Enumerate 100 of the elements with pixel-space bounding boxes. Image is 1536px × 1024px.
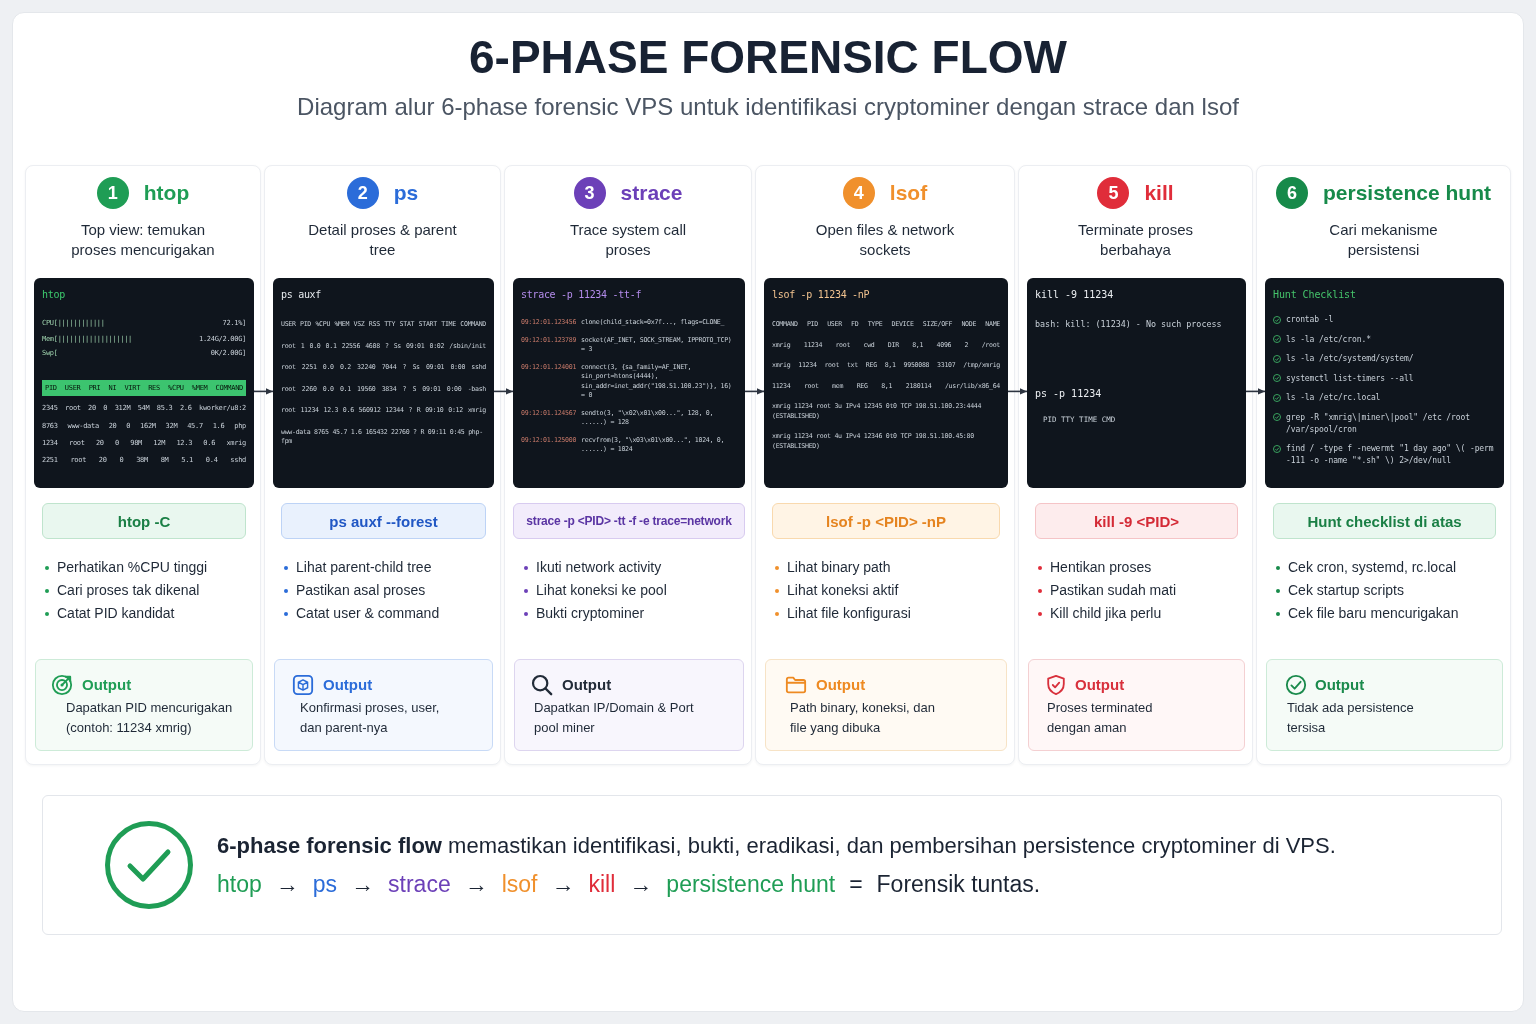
bullet-item: Pastikan asal proses	[284, 579, 426, 602]
phase-card	[1256, 165, 1511, 765]
command-chip: ps auxf --forest	[281, 503, 486, 539]
bullet-item: Cari proses tak dikenal	[45, 579, 200, 602]
command-chip: kill -9 <PID>	[1035, 503, 1238, 539]
bullet-item: Perhatikan %CPU tinggi	[45, 556, 208, 579]
output-panel	[35, 659, 253, 751]
phase-description: Trace system call proses	[568, 220, 688, 260]
output-panel	[1266, 659, 1503, 751]
output-heading: Output	[1315, 676, 1365, 694]
checklist-item: ls -la /etc/cron.*	[1286, 333, 1371, 346]
terminal-screen	[513, 278, 745, 488]
output-panel	[514, 659, 744, 751]
bullet-item: Lihat binary path	[775, 556, 891, 579]
terminal-screen	[1027, 278, 1246, 488]
terminal-screen	[273, 278, 494, 488]
arrow-glyph: →	[275, 870, 299, 898]
bullet-item: Lihat koneksi aktif	[775, 579, 899, 602]
flow-arrow	[1007, 388, 1028, 395]
checklist-item: ls -la /etc/rc.local	[1286, 392, 1381, 404]
bullet-item: Kill child jika perlu	[1038, 602, 1162, 625]
flow-arrow	[253, 388, 274, 395]
phase-description: Detail proses & parent tree	[307, 220, 458, 260]
phase-description: Terminate proses berbahaya	[1076, 220, 1195, 260]
bullet-item: Catat user & command	[284, 602, 440, 625]
output-text: Dapatkan IP/Domain & Port pool miner	[534, 699, 695, 737]
bullet-item: Lihat parent-child tree	[284, 556, 432, 579]
command-chip: htop -C	[42, 503, 246, 539]
output-text: Tidak ada persistence tersisa	[1287, 699, 1415, 737]
phase-card	[1018, 165, 1253, 765]
equals-sign: =	[849, 870, 863, 898]
flow-arrow	[493, 388, 514, 395]
phase-card	[25, 165, 261, 765]
output-panel	[274, 659, 493, 751]
flow-step: kill	[588, 870, 616, 898]
output-heading: Output	[562, 676, 612, 694]
summary-text: 6-phase forensic flow memastikan identifikasi, bukti, eradikasi, dan pembersihan persistence cryptominer di VPS.	[217, 833, 1336, 859]
terminal-command: kill -9 11234	[1035, 288, 1114, 302]
bullet-item: Ikuti network activity	[524, 556, 662, 579]
phase-name: ps	[393, 180, 419, 206]
phase-name: htop	[143, 180, 190, 206]
arrow-glyph: →	[464, 870, 488, 898]
command-chip: Hunt checklist di atas	[1273, 503, 1496, 539]
output-heading: Output	[323, 676, 373, 694]
checklist-item: find / -type f -newermt "1 day ago" \( -perm -111 -o -name "*.sh" \) 2>/dev/null	[1286, 443, 1495, 467]
bullet-item: Cek file baru mencurigakan	[1276, 602, 1459, 625]
summary-panel	[42, 795, 1502, 935]
phase-description: Open files & network sockets	[814, 220, 956, 260]
phase-description: Top view: temukan proses mencurigakan	[70, 220, 216, 260]
arrow-glyph: →	[551, 870, 575, 898]
terminal-command: htop	[42, 288, 65, 302]
bullet-item: Pastikan sudah mati	[1038, 579, 1177, 602]
flow-result: Forensik tuntas.	[876, 870, 1041, 898]
flow-step: strace	[388, 870, 451, 898]
terminal-screen	[764, 278, 1008, 488]
flow-arrow	[1245, 388, 1266, 395]
checklist-item: crontab -l	[1286, 314, 1334, 326]
output-text: Path binary, koneksi, dan file yang dibuka	[790, 699, 936, 737]
command-chip: lsof -p <PID> -nP	[772, 503, 1000, 539]
terminal-screen	[1265, 278, 1504, 488]
output-heading: Output	[1075, 676, 1125, 694]
checklist-item: grep -R "xmrig\|miner\|pool" /etc /root /var/spool/cron	[1286, 411, 1471, 436]
bullet-item: Bukti cryptominer	[524, 602, 645, 625]
arrow-glyph: →	[629, 870, 653, 898]
terminal-screen	[34, 278, 254, 488]
step-number: 2	[346, 177, 379, 209]
bullet-item: Lihat koneksi ke pool	[524, 579, 667, 602]
terminal-command: strace -p 11234 -tt-f	[521, 288, 642, 302]
step-number: 6	[1275, 177, 1308, 209]
terminal-command: lsof -p 11234 -nP	[772, 288, 870, 302]
terminal-command: ps -p 11234	[1035, 386, 1102, 401]
phase-description: Cari mekanisme persistensi	[1328, 220, 1439, 260]
output-panel	[765, 659, 1007, 751]
output-panel	[1028, 659, 1245, 751]
checklist-item: ls -la /etc/systemd/system/	[1286, 353, 1414, 365]
output-heading: Output	[816, 676, 866, 694]
output-text: Konfirmasi proses, user, dan parent-nya	[300, 699, 441, 737]
phase-name: kill	[1144, 180, 1174, 206]
arrow-glyph: →	[351, 870, 375, 898]
output-text: Proses terminated dengan aman	[1047, 699, 1154, 737]
terminal-output: bash: kill: (11234) - No such process	[1035, 318, 1222, 331]
output-text: Dapatkan PID mencurigakan (contoh: 11234 xmrig)	[66, 699, 234, 737]
step-number: 3	[573, 177, 606, 209]
checklist-item: systemctl list-timers --all	[1286, 372, 1414, 385]
flow-step: htop	[217, 870, 262, 898]
terminal-command: Hunt Checklist	[1273, 288, 1356, 302]
phase-name: lsof	[889, 180, 928, 206]
step-number: 1	[96, 177, 129, 209]
step-number: 5	[1097, 177, 1130, 209]
bullet-item: Lihat file konfigurasi	[775, 602, 911, 625]
title: 6-PHASE FORENSIC FLOW	[469, 30, 1067, 85]
output-heading: Output	[82, 676, 132, 694]
flow-step: persistence hunt	[666, 870, 836, 898]
step-number: 4	[842, 177, 875, 209]
bullet-item: Cek cron, systemd, rc.local	[1276, 556, 1457, 579]
subtitle: Diagram alur 6-phase forensic VPS untuk identifikasi cryptominer dengan strace dan lsof	[297, 92, 1239, 122]
flow-step: ps	[312, 870, 338, 898]
phase-name: strace	[620, 180, 683, 206]
bullet-item: Cek startup scripts	[1276, 579, 1404, 602]
phase-name: persistence hunt	[1322, 180, 1491, 206]
